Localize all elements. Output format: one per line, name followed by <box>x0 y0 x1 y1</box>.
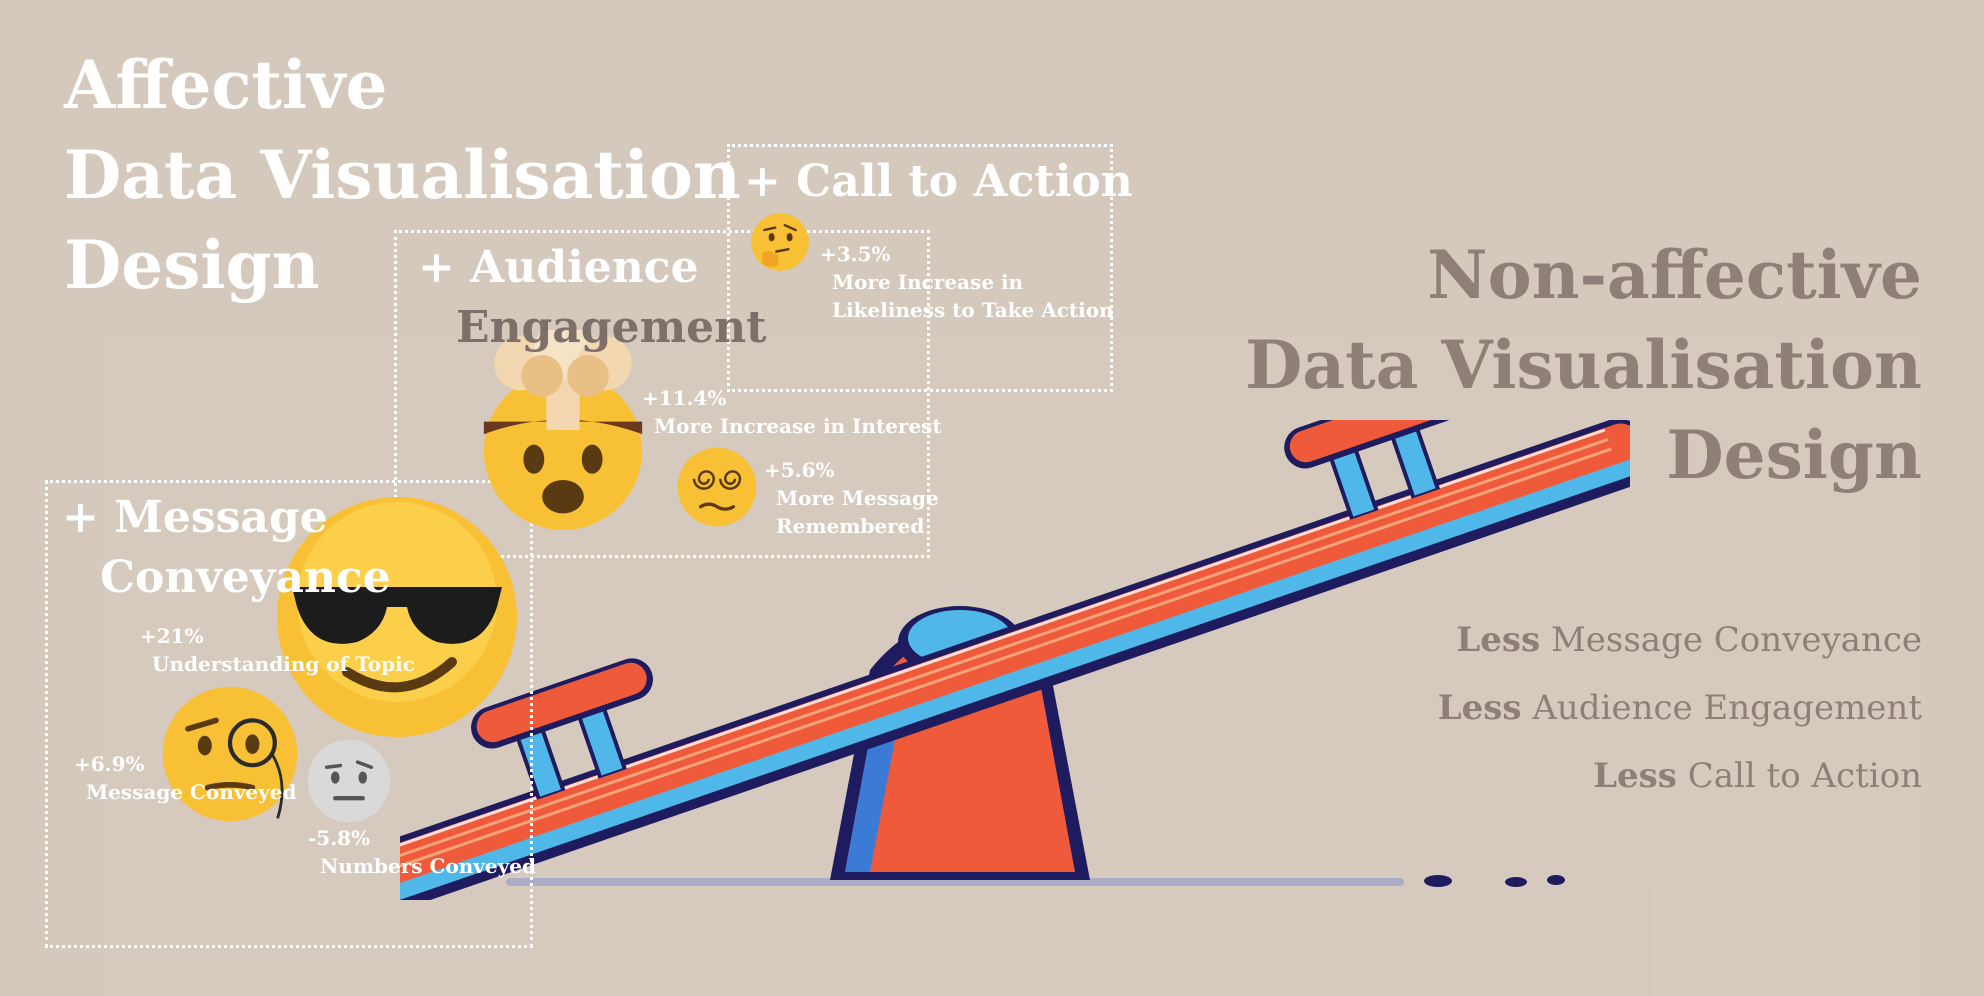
non-affective-title: Non-affective Data Visualisation Design <box>1245 230 1922 500</box>
call-to-action-stat-label: More Increase in Likeliness to Take Acti… <box>832 268 1114 324</box>
audience-remembered-stat-label-line-2: Remembered <box>776 514 925 538</box>
call-to-action-box <box>727 144 1113 392</box>
ground-dot <box>1424 875 1452 887</box>
audience-engagement-heading-line-2: Engagement <box>456 302 767 353</box>
affective-title: Affective Data Visualisation Design <box>64 40 741 310</box>
less-item-label: Call to Action <box>1676 756 1922 796</box>
thinking-emoji-icon <box>751 213 809 271</box>
plank-stripe <box>400 438 1609 861</box>
ground-dot <box>1505 877 1527 887</box>
non-affective-title-line-1: Non-affective <box>1427 236 1922 314</box>
call-to-action-stat-label-line-2: Likeliness to Take Action <box>832 298 1114 322</box>
audience-remembered-stat-label-line-1: More Message <box>776 486 939 510</box>
less-audience-engagement: Less Audience Engagement <box>1438 688 1922 728</box>
call-to-action-heading: + Call to Action <box>744 156 1133 207</box>
right-seat-post <box>1330 443 1375 517</box>
right-seat-post <box>1391 422 1436 496</box>
message-conveyance-heading-line-1: + Message <box>62 492 328 543</box>
less-item-label: Message Conveyance <box>1540 620 1922 660</box>
left-seat-post <box>578 702 623 776</box>
audience-engagement-heading-line-1: + Audience <box>418 242 699 293</box>
numbers-conveyed-stat-label: Numbers Conveyed <box>320 854 536 878</box>
dizzy-emoji-icon <box>677 447 757 527</box>
plank-highlight <box>400 428 1606 852</box>
non-affective-title-line-2: Data Visualisation <box>1245 326 1922 404</box>
less-keyword: Less <box>1437 688 1522 728</box>
affective-title-line-2: Data Visualisation <box>64 136 741 214</box>
audience-interest-stat-value: +11.4% <box>642 386 727 410</box>
ground-dot <box>1547 875 1565 885</box>
less-item-label: Audience Engagement <box>1521 688 1922 728</box>
audience-engagement-box <box>394 230 930 558</box>
message-conveyed-stat-value: +6.9% <box>74 752 145 776</box>
less-keyword: Less <box>1593 756 1677 796</box>
audience-remembered-stat-label: More Message Remembered <box>776 484 939 540</box>
left-seat <box>476 662 647 743</box>
affective-title-line-3: Design <box>64 226 320 304</box>
left-seat-post <box>517 723 561 797</box>
call-to-action-stat-label-line-1: More Increase in <box>832 270 1024 294</box>
seesaw-illustration <box>400 420 1630 900</box>
audience-remembered-stat-value: +5.6% <box>764 458 835 482</box>
skeptical-emoji-icon <box>307 739 391 823</box>
message-conveyance-box <box>45 480 533 948</box>
understanding-stat-value: +21% <box>140 624 204 648</box>
less-keyword: Less <box>1456 620 1541 660</box>
numbers-conveyed-stat-value: -5.8% <box>308 826 371 850</box>
message-conveyed-stat-label: Message Conveyed <box>86 780 297 804</box>
less-message-conveyance: Less Message Conveyance <box>1456 620 1922 660</box>
audience-interest-stat-label: More Increase in Interest <box>654 414 942 438</box>
understanding-stat-label: Understanding of Topic <box>152 652 415 676</box>
plank-stripe <box>400 447 1612 871</box>
monocle-emoji-icon <box>162 686 298 822</box>
cool-emoji-icon <box>277 497 517 737</box>
non-affective-title-line-3: Design <box>1666 416 1922 494</box>
right-seat <box>1289 420 1460 463</box>
affective-title-line-1: Affective <box>64 46 388 124</box>
less-call-to-action: Less Call to Action <box>1593 756 1922 796</box>
mind-blown-emoji-icon <box>483 330 643 530</box>
call-to-action-stat-value: +3.5% <box>820 242 891 266</box>
message-conveyance-heading-line-2: Conveyance <box>100 552 391 603</box>
